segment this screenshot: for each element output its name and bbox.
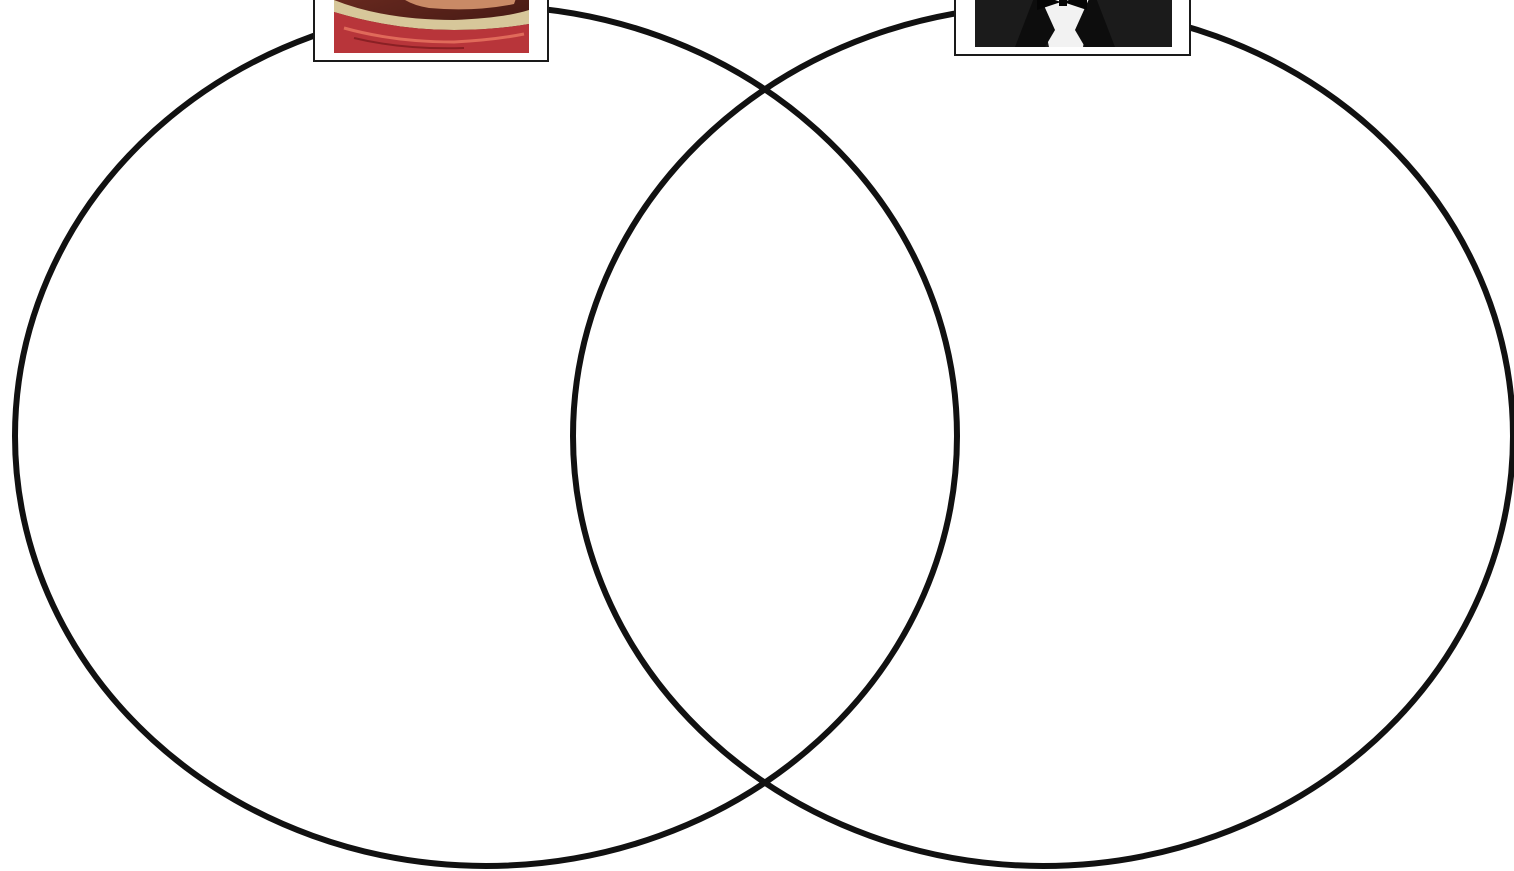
classical-composer-portrait xyxy=(334,0,529,53)
venn-circle-left xyxy=(15,6,957,866)
modern-performer-photo xyxy=(975,0,1172,47)
portrait-frame-left xyxy=(313,0,549,62)
portrait-frame-right xyxy=(954,0,1191,56)
venn-circle-right xyxy=(573,6,1513,866)
